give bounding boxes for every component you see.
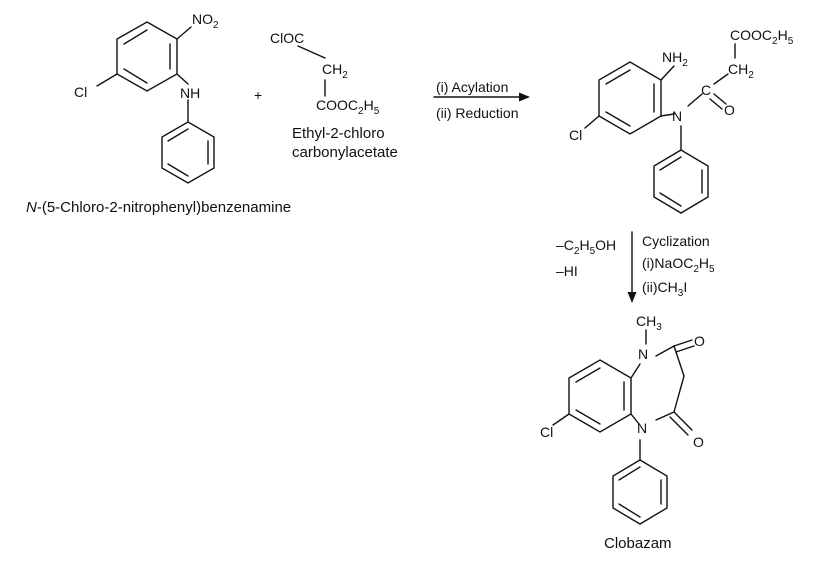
arrow-1-step-2: (ii) Reduction	[436, 105, 518, 121]
reaction-arrow-1	[433, 92, 530, 102]
intermediate-nitrogen-label: N	[672, 108, 682, 124]
reactant-2-name-line-2: carbonylacetate	[292, 144, 398, 161]
intermediate-benzene-ring	[598, 61, 662, 135]
chloro-label: Cl	[74, 84, 87, 100]
clobazam-o-bottom-label: O	[693, 434, 704, 450]
nitrophenyl-ring	[116, 21, 178, 92]
intermediate-ester-label: COOC2H5	[730, 27, 794, 47]
clobazam-n1-label: N	[638, 346, 648, 362]
arrow-2-step-methylation: (ii)CH3I	[642, 279, 687, 299]
arrow-1-head-icon	[519, 92, 530, 102]
clobazam-benzo-ring	[568, 359, 632, 433]
acyl-chloride-label: ClOC	[270, 30, 304, 46]
reactant-1-structure	[96, 21, 215, 184]
ester-label: COOC2H5	[316, 97, 380, 117]
intermediate-methylene-label: CH2	[728, 61, 754, 81]
clobazam-methyl-label: CH3	[636, 313, 662, 333]
arrow-2-byproduct-ethanol: –C2H5OH	[556, 237, 616, 257]
clobazam-chloro-label: Cl	[540, 424, 553, 440]
intermediate-structure	[584, 43, 736, 214]
intermediate-phenyl-ring	[653, 149, 709, 214]
product-name: Clobazam	[604, 535, 672, 552]
intermediate-carbonyl-carbon-label: C	[701, 82, 711, 98]
nitro-group-label: NO2	[192, 11, 219, 31]
amine-nh-label: NH	[180, 85, 200, 101]
reactant-2-name-line-1: Ethyl-2-chloro	[292, 125, 385, 142]
reactant-1-name: N-(5-Chloro-2-nitrophenyl)benzenamine	[26, 199, 291, 216]
plus-sign: +	[254, 87, 262, 103]
arrow-2-step-cyclization: Cyclization	[642, 233, 710, 249]
arrow-1-step-1: (i) Acylation	[436, 79, 508, 95]
clobazam-o-top-label: O	[694, 333, 705, 349]
reactant-2-structure	[297, 45, 326, 97]
arrow-2-byproduct-hi: –HI	[556, 263, 578, 279]
phenyl-ring-1	[161, 121, 215, 184]
reaction-arrow-2	[627, 231, 637, 303]
clobazam-n5-label: N	[637, 420, 647, 436]
clobazam-phenyl-ring	[612, 459, 668, 525]
arrow-2-head-icon	[627, 292, 637, 303]
methylene-label: CH2	[322, 61, 348, 81]
clobazam-structure	[552, 329, 695, 525]
intermediate-chloro-label: Cl	[569, 127, 582, 143]
intermediate-amine-label: NH2	[662, 49, 688, 69]
intermediate-carbonyl-oxygen-label: O	[724, 102, 735, 118]
arrow-2-step-base: (i)NaOC2H5	[642, 255, 715, 275]
